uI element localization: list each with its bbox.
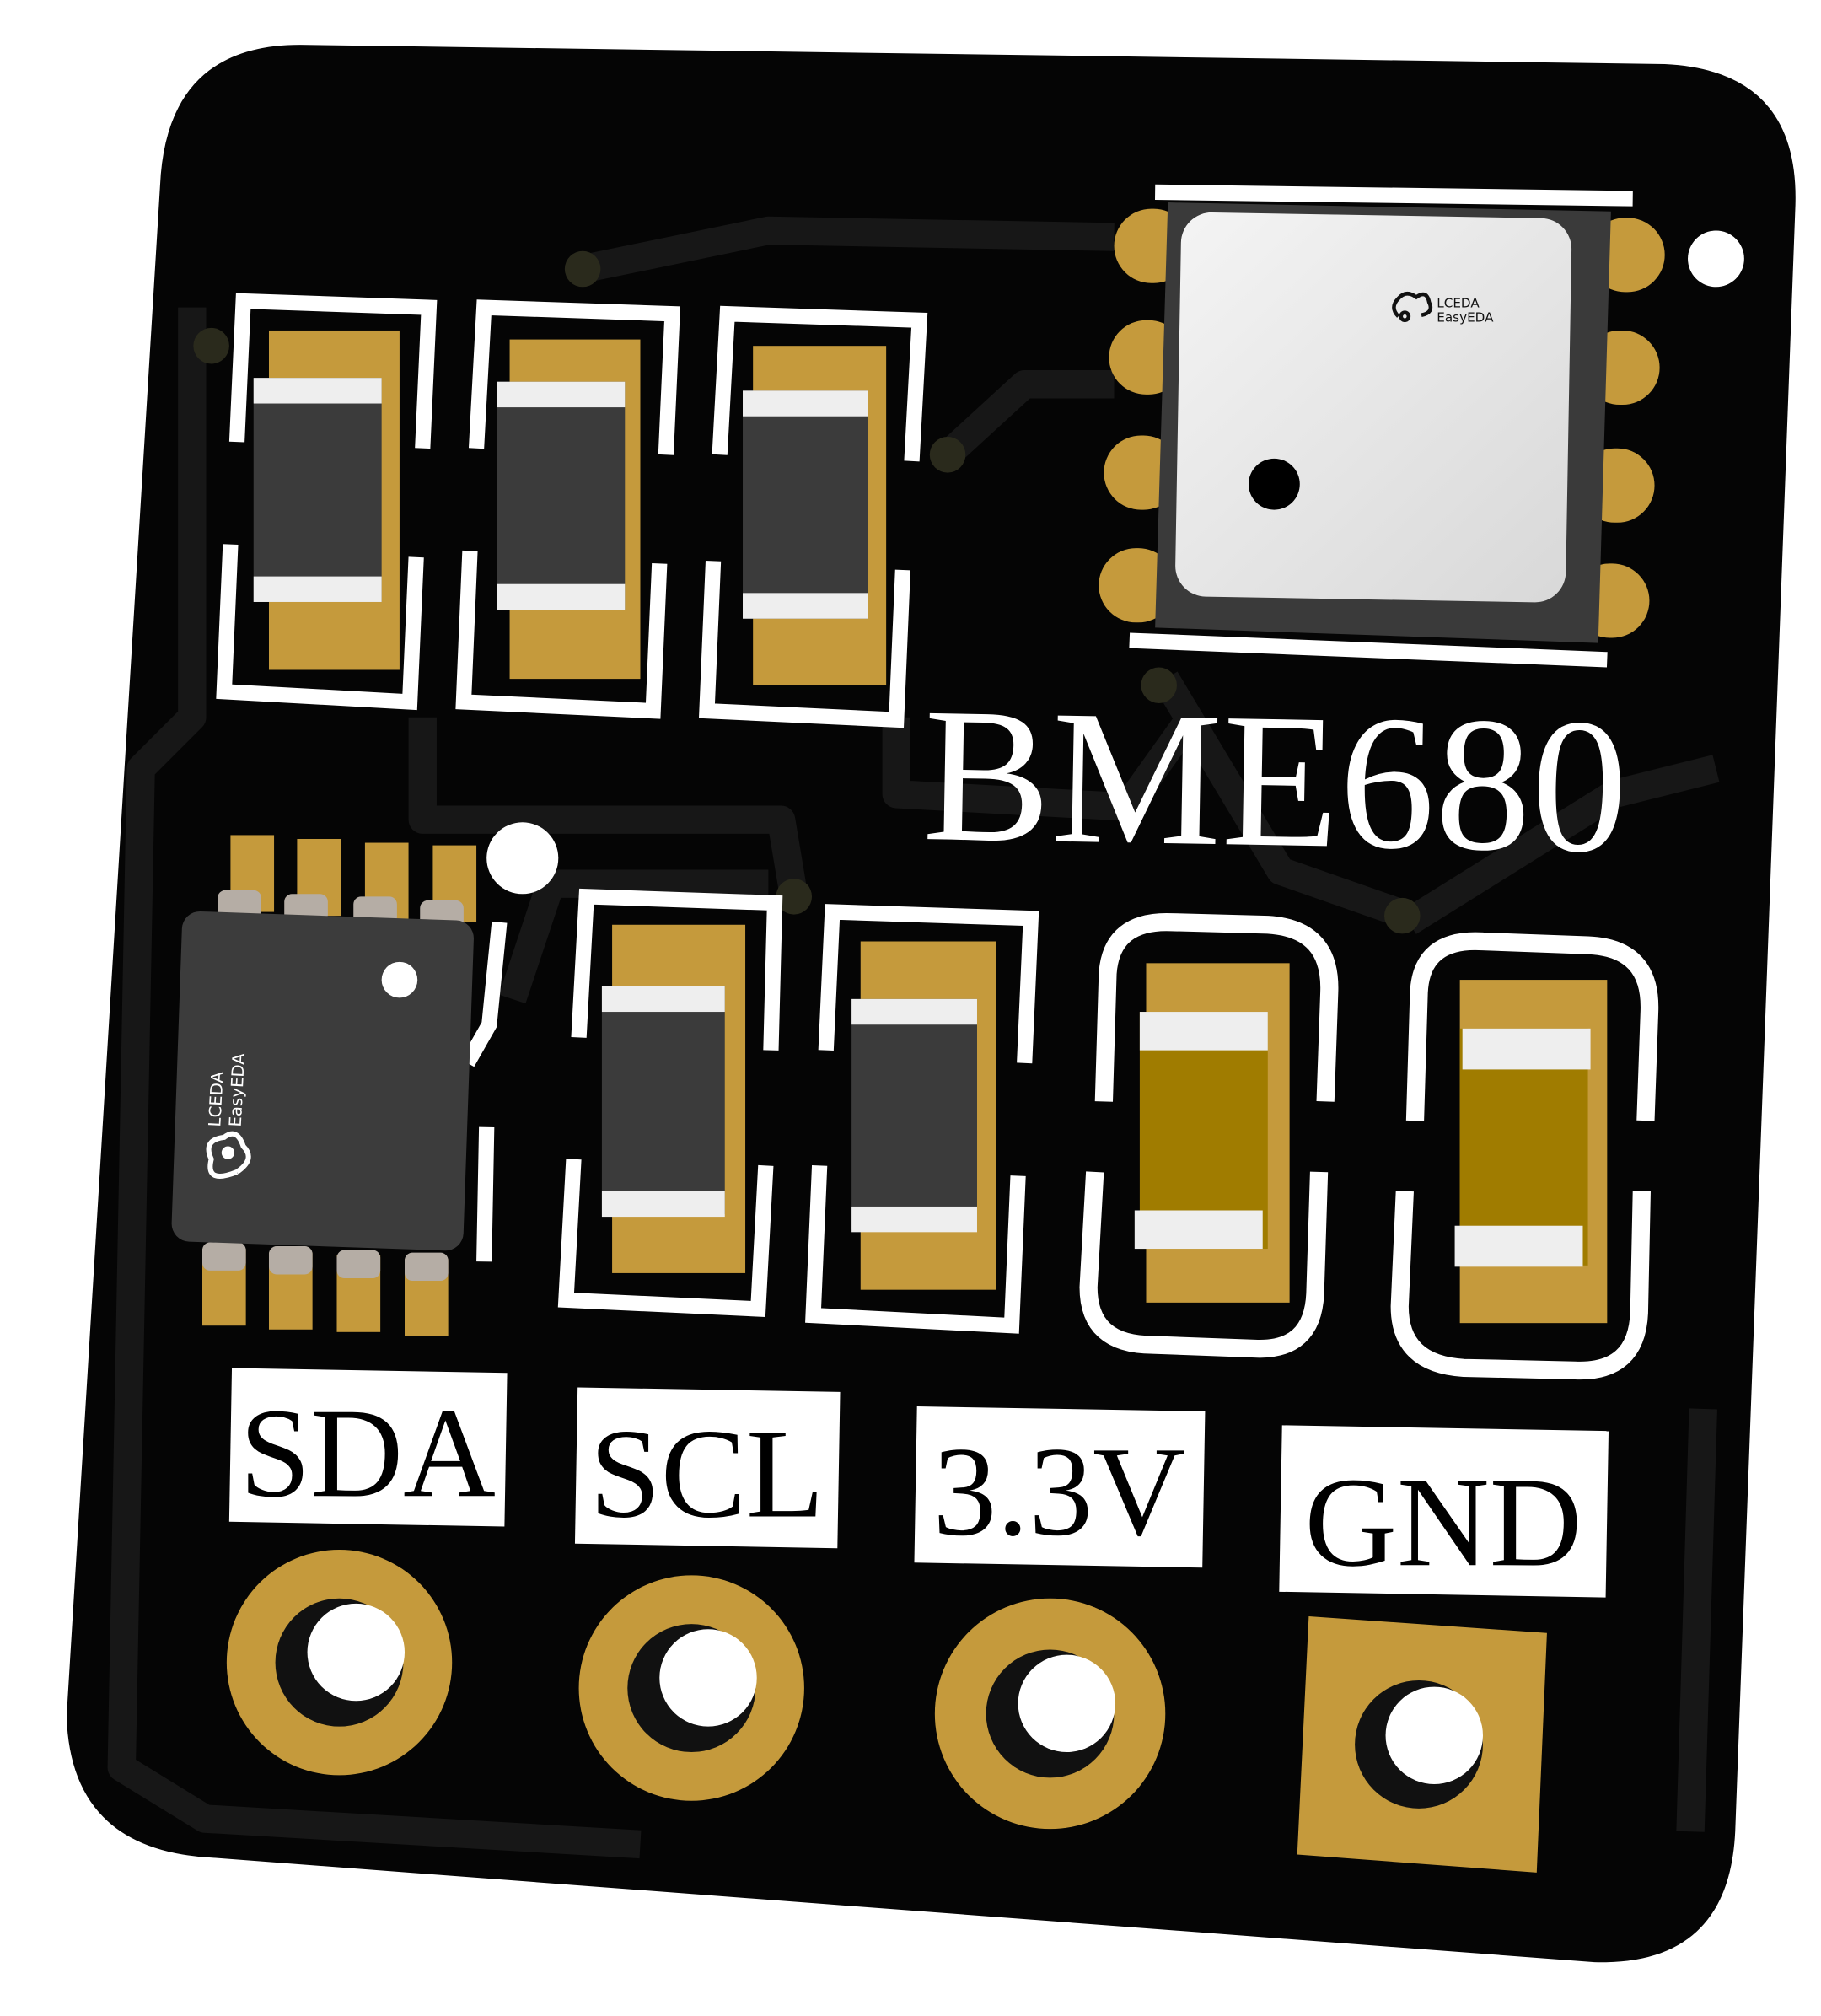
pin-label-3v3: 3.3V — [914, 1406, 1206, 1568]
easyeda-logo-icon — [1392, 292, 1433, 323]
sensor-logo-line1: LCEDA — [1437, 296, 1480, 311]
svg-text:SCL: SCL — [589, 1403, 825, 1545]
pad-gnd[interactable] — [1297, 1616, 1547, 1873]
capacitor-c1 — [1079, 913, 1339, 1358]
vias — [193, 250, 1421, 934]
ic-logo-line2: EasyEDA — [226, 1052, 250, 1127]
capacitor-c2 — [1390, 932, 1659, 1380]
board-title: BME680 — [921, 669, 1630, 894]
sensor-port-hole — [1249, 458, 1300, 510]
bme680-sensor-chip: LCEDA EasyEDA — [1099, 184, 1665, 668]
svg-text:SDA: SDA — [239, 1382, 496, 1524]
copper-traces — [107, 216, 1720, 1859]
pad-sda[interactable] — [226, 1550, 453, 1776]
resistor-r1 — [216, 293, 438, 711]
pad-3v3[interactable] — [934, 1598, 1166, 1830]
ic-logo-line1: LCEDA — [205, 1071, 227, 1127]
pin-label-gnd: GND — [1279, 1425, 1609, 1598]
svg-text:3.3V: 3.3V — [932, 1421, 1185, 1562]
pad-scl[interactable] — [578, 1575, 804, 1801]
pin1-marker — [1688, 230, 1744, 288]
resistor-r4 — [557, 888, 783, 1317]
ic-chip: LCEDA EasyEDA — [171, 835, 508, 1336]
sensor-logo-line2: EasyEDA — [1437, 309, 1494, 325]
resistor-r5 — [805, 904, 1039, 1334]
svg-text:GND: GND — [1304, 1451, 1582, 1593]
resistor-r2 — [455, 299, 680, 719]
fiducial-marker — [486, 822, 559, 895]
pin-label-scl: SCL — [574, 1387, 841, 1549]
resistor-r3 — [698, 305, 928, 728]
pin-label-sda: SDA — [228, 1368, 508, 1527]
easyeda-logo-icon — [206, 1131, 251, 1179]
